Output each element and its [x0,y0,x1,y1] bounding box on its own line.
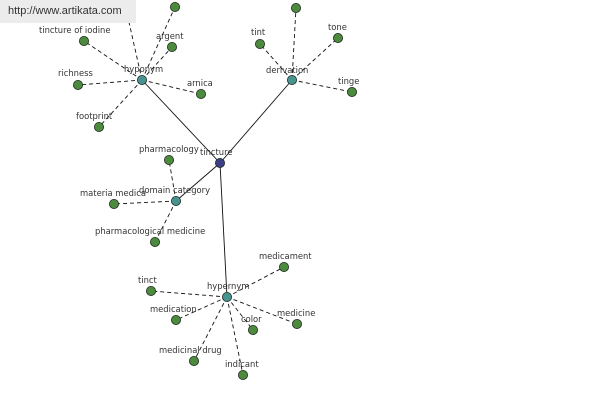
node-argent[interactable] [166,42,177,53]
node-derivation[interactable] [286,75,297,86]
node-tint[interactable] [254,39,265,50]
node-leaf-deriv-top[interactable] [290,3,301,13]
node-materia-medica[interactable] [109,198,120,209]
label-richness: richness [58,68,93,78]
label-color: color [241,314,262,324]
label-pharmacological-medicine: pharmacological medicine [95,226,205,236]
watermark-url: http://www.artikata.com [8,5,122,17]
edge-hypernym-indicant [226,296,244,376]
node-pharmacology[interactable] [163,154,174,165]
label-tinct: tinct [138,275,158,285]
label-footprint: footprint [76,111,113,121]
edge-root-domain-category [175,162,221,202]
label-indicant: indicant [225,359,259,369]
node-tone[interactable] [332,33,343,44]
node-medicinal-drug[interactable] [188,355,199,366]
label-medicine: medicine [277,308,315,318]
graph-nodes [73,0,357,380]
edge-hypernym-medicament [226,266,285,298]
node-medicament[interactable] [278,261,289,272]
label-domain-category: domain category [139,185,210,195]
node-leaf-top-right[interactable] [169,2,180,12]
edge-derivation-tone [291,37,339,81]
edge-hypernym-tinct [150,290,228,298]
node-domain-category[interactable] [170,195,181,206]
node-hyponym[interactable] [136,75,147,86]
label-tincture-of-iodine: tincture of iodine [39,25,110,35]
node-tincture[interactable] [214,157,225,168]
edge-hypernym-color [226,296,254,331]
label-argent: argent [156,31,184,41]
label-tone: tone [328,22,347,32]
edge-root-derivation [219,79,293,164]
node-tinct[interactable] [145,285,156,296]
label-tint: tint [251,27,266,37]
node-tinge[interactable] [346,87,357,98]
edge-domain-category-materia-medica [113,200,177,205]
graph-edges [77,0,353,376]
label-medicinal-drug: medicinal drug [159,345,222,355]
node-footprint[interactable] [94,122,105,133]
edge-hyponym-leaf-top-right [141,6,176,81]
edge-hypernym-medicinal-drug [193,296,228,362]
label-pharmacology: pharmacology [139,144,199,154]
edge-root-hypernym [219,162,228,298]
label-hypernym: hypernym [207,281,249,291]
node-hypernym[interactable] [221,291,232,302]
label-hyponym: hyponym [124,64,163,74]
node-color[interactable] [247,324,258,335]
node-pharmacological-medicine[interactable] [149,236,160,247]
watermark: http://www.artikata.com [0,0,136,23]
graph-labels: tincture hyponym derivation domain category… [39,22,359,369]
node-medication[interactable] [170,314,181,325]
node-tincture-of-iodine[interactable] [79,36,90,47]
label-arnica: arnica [187,78,213,88]
edge-hyponym-footprint [98,79,143,128]
label-medicament: medicament [259,251,312,261]
label-materia-medica: materia medica [80,188,146,198]
node-arnica[interactable] [195,89,206,100]
edge-root-hyponym [141,79,221,164]
edge-hyponym-argent [141,46,173,81]
edge-hypernym-medicine [226,296,298,325]
edge-derivation-tinge [291,79,353,93]
label-tincture: tincture [200,147,233,157]
edge-hyponym-arnica [141,79,202,95]
node-medicine[interactable] [291,318,302,329]
label-tinge: tinge [338,76,359,86]
label-derivation: derivation [266,65,308,75]
edge-hypernym-medication [175,296,228,321]
edge-hyponym-tincture-of-iodine [83,40,143,81]
edge-derivation-leaf-deriv-top [291,7,297,81]
node-richness[interactable] [73,80,84,91]
edge-hyponym-richness [77,79,143,86]
label-medication: medication [150,304,197,314]
edge-domain-category-pharmacological-medicine [154,200,177,243]
edge-derivation-tint [259,43,293,81]
node-indicant[interactable] [237,369,248,380]
